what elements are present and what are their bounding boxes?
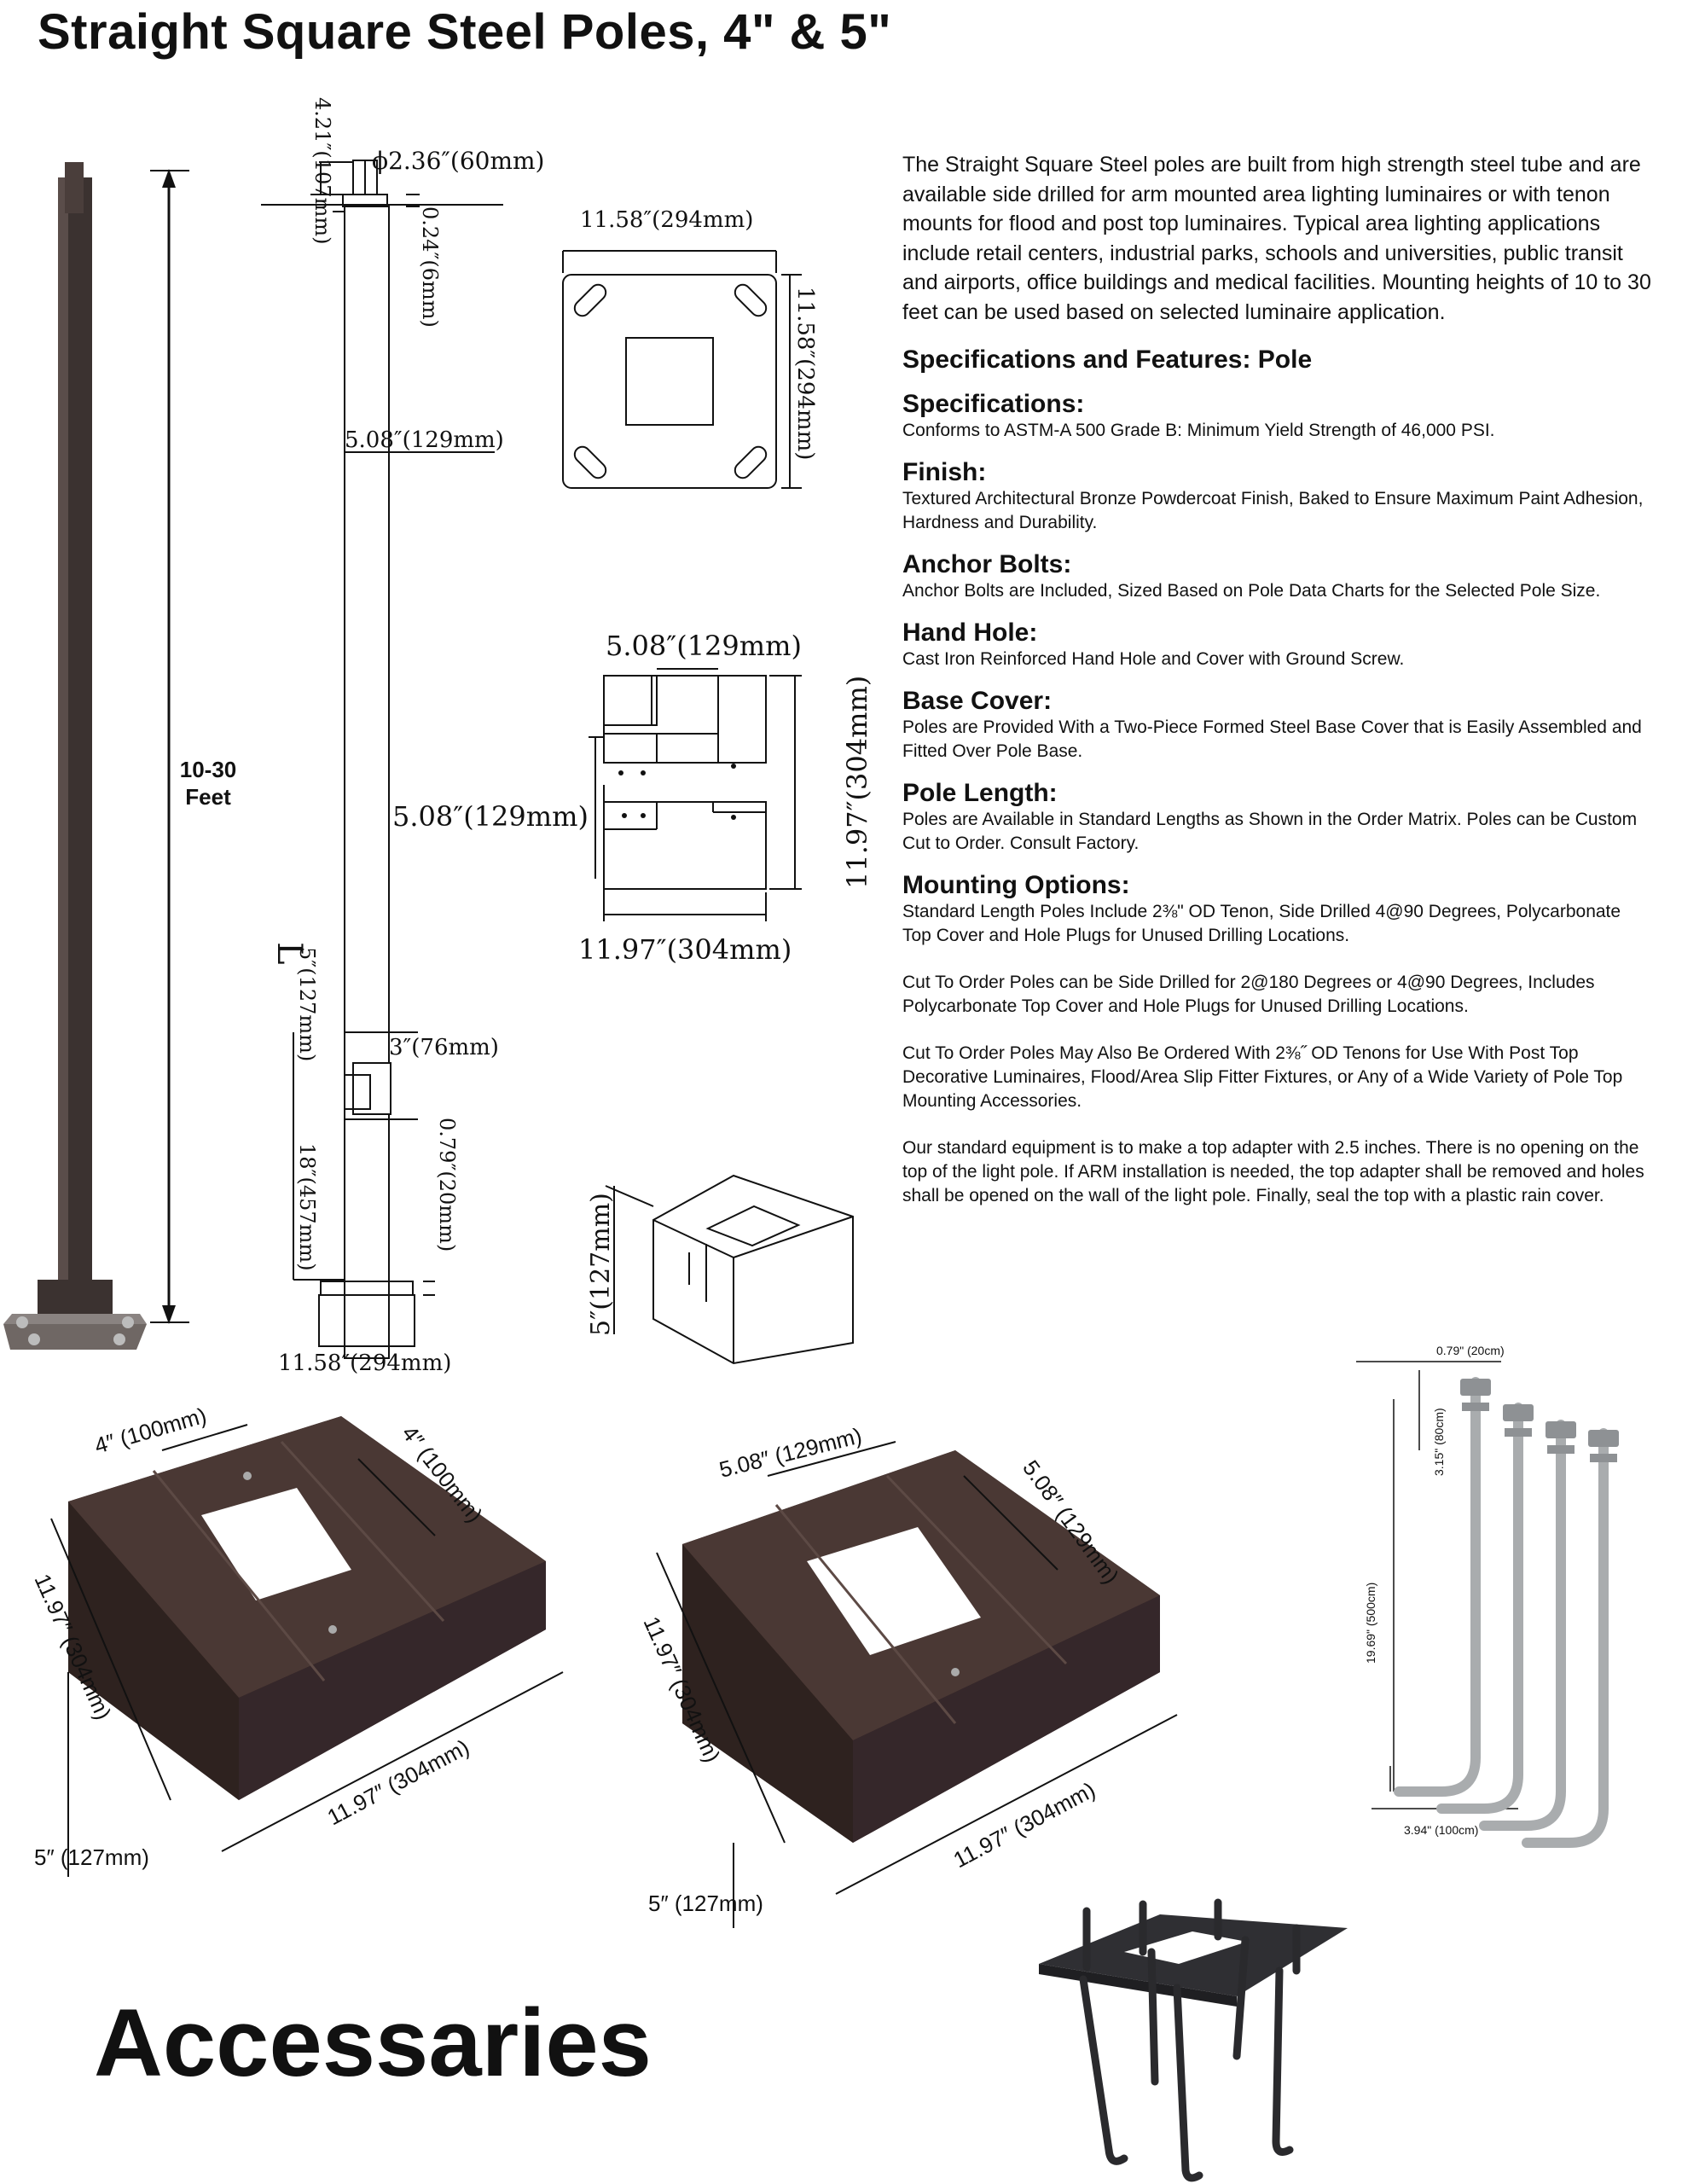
dim-plate-width: 11.58″(294mm) [580, 207, 753, 233]
base-plate-drawing: 11.58″(294mm) 11.58″(294mm) [562, 207, 818, 489]
section-anchor-bolts: Anchor Bolts: Anchor Bolts are Included,… [902, 550, 1601, 601]
dim-cover-iso-height: 5″(127mm) [586, 1193, 616, 1336]
intro-paragraph: The Straight Square Steel poles are buil… [902, 153, 1651, 324]
dim-handhole-width: 3″(76mm) [389, 1035, 499, 1060]
dim-cover-opening-side: 5.08″(129mm) [392, 800, 589, 833]
dim-bolt-thread-len: 3.15" (80cm) [1432, 1408, 1446, 1476]
dim-plate-height: 11.58″(294mm) [792, 287, 818, 460]
section-pole-length: Pole Length: Poles are Available in Stan… [902, 779, 1638, 853]
pole-drawing-labels: 4.21″(107mm) ϕ2.36″(60mm) 0.24″(6mm) 5.0… [270, 97, 544, 1376]
base-cover-photo-5in: 5.08″ (129mm) 5.08″ (129mm) 11.97″ (304m… [639, 1422, 1178, 1928]
section-hand-hole: Hand Hole: Cast Iron Reinforced Hand Hol… [902, 619, 1405, 669]
dim-photo4-height: 5″ (127mm) [34, 1844, 149, 1870]
dim-tenon-dia: ϕ2.36″(60mm) [372, 147, 544, 175]
section-mounting-options: Mounting Options: Standard Length Poles … [902, 871, 1644, 1205]
section-base-cover: Base Cover: Poles are Provided With a Tw… [902, 687, 1642, 761]
base-cover-plan-drawing: 5.08″(129mm) 5.08″(129mm) 11.97″(304mm) … [392, 630, 873, 966]
section-specifications: Specifications: Conforms to ASTM-A 500 G… [902, 390, 1495, 440]
dim-photo4-side-b: 11.97″ (304mm) [323, 1734, 473, 1831]
dim-photo5-side-b: 11.97″ (304mm) [949, 1777, 1099, 1873]
dim-photo5-height: 5″ (127mm) [648, 1891, 763, 1916]
page-title: Straight Square Steel Poles, 4" & 5" [38, 4, 892, 60]
dim-cover-opening-top: 5.08″(129mm) [606, 630, 802, 662]
dim-cover-width: 11.97″(304mm) [578, 933, 792, 966]
dim-photo5-opening-a: 5.08″ (129mm) [716, 1422, 864, 1482]
base-cover-iso-drawing: 5″(127mm) [586, 1174, 854, 1365]
description-panel: The Straight Square Steel poles are buil… [902, 150, 1653, 1231]
dim-bolt-length: 19.69" (500cm) [1364, 1583, 1377, 1664]
accessaries-heading: Accessaries [94, 1989, 652, 2096]
dim-length-symbol: L [270, 942, 309, 965]
pole-height-label: 10-30 Feet [179, 757, 237, 810]
dim-cover-height: 11.97″(304mm) [841, 676, 873, 889]
anchor-cage-photo [1039, 1898, 1348, 2182]
dim-cap-gap: 0.24″(6mm) [418, 206, 442, 328]
dim-base-width: 11.58″(294mm) [278, 1350, 451, 1376]
section-finish: Finish: Textured Architectural Bronze Po… [902, 458, 1644, 532]
anchor-bolts-photo: 0.79" (20cm) 3.15" (80cm) 19.69" (500cm)… [1356, 1344, 1619, 1848]
dim-handhole-height: 5″(127mm) [295, 947, 319, 1061]
dim-bolt-thread-dia: 0.79" (20cm) [1436, 1344, 1505, 1357]
pole-photo [3, 162, 189, 1350]
dim-base-thickness: 0.79″(20mm) [435, 1118, 459, 1252]
base-cover-photo-4in: 4″ (100mm) 4″ (100mm) 11.97″ (304mm) 11.… [30, 1403, 564, 1877]
features-heading: Specifications and Features: Pole [902, 346, 1313, 374]
dim-bolt-foot: 3.94" (100cm) [1404, 1823, 1478, 1837]
dim-pole-width: 5.08″(129mm) [345, 427, 504, 453]
dim-top-height: 4.21″(107mm) [310, 97, 334, 244]
dim-handhole-offset: 18″(457mm) [295, 1143, 319, 1271]
pole-drawing [261, 160, 503, 1359]
dim-photo4-opening-a: 4″ (100mm) [91, 1403, 209, 1459]
